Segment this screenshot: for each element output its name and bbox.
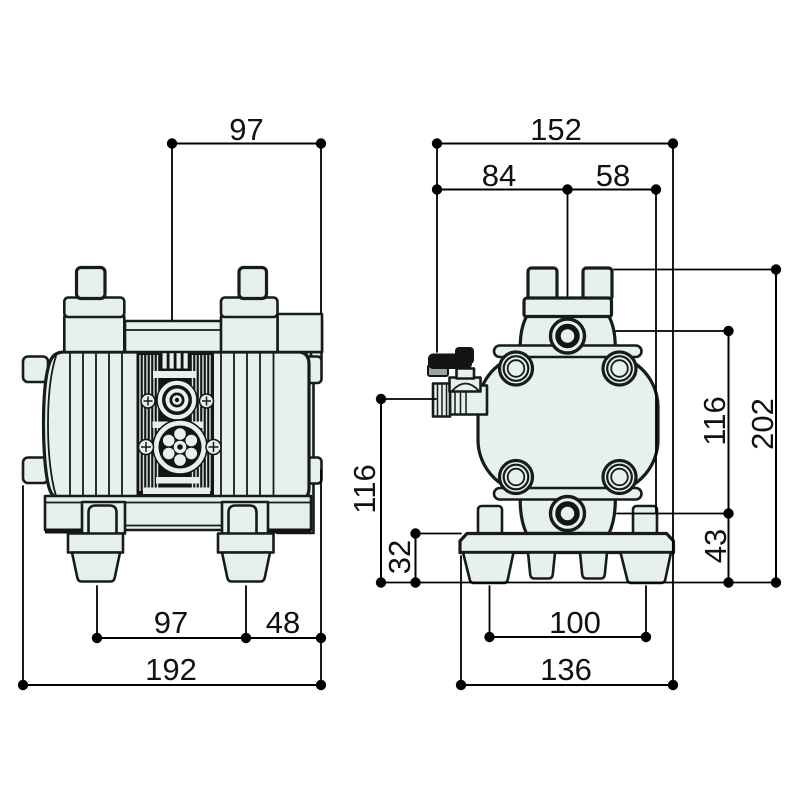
extension-lines bbox=[22, 142, 777, 686]
dim-side-foot-spacing: 97 bbox=[154, 605, 188, 640]
side-left-cap bbox=[63, 296, 126, 319]
front-foot-outer-right bbox=[619, 551, 673, 585]
side-mount-blocks bbox=[80, 500, 270, 535]
front-foot-inner-left bbox=[526, 551, 557, 580]
side-right-foot bbox=[220, 551, 272, 583]
side-left-port-stub bbox=[74, 265, 107, 301]
front-foot-outer-left bbox=[461, 551, 515, 585]
dim-front-port-offset: 58 bbox=[596, 158, 630, 193]
front-post-right bbox=[631, 504, 659, 536]
front-top-cap bbox=[522, 296, 614, 319]
front-bolt-bosses bbox=[497, 350, 638, 496]
dim-front-valve-offset: 84 bbox=[482, 158, 516, 193]
dim-front-foot-spacing: 100 bbox=[549, 605, 601, 640]
valve-handle-knob bbox=[455, 347, 474, 364]
side-left-column bbox=[63, 315, 126, 354]
front-port-stub-left bbox=[526, 266, 559, 302]
dim-front-base-width: 136 bbox=[540, 652, 592, 687]
front-view-pump bbox=[427, 266, 676, 585]
dim-front-overall-width: 152 bbox=[530, 112, 582, 147]
side-dome-arc bbox=[47, 355, 57, 497]
side-right-foot-plate bbox=[216, 532, 275, 554]
dim-side-flange-offset: 48 bbox=[266, 605, 300, 640]
side-top-bar-right bbox=[276, 312, 324, 354]
front-base-plate bbox=[458, 531, 676, 555]
dim-side-overall-width: 192 bbox=[145, 652, 197, 687]
valve-stem bbox=[455, 367, 476, 380]
dim-front-lower-port-height: 43 bbox=[698, 529, 733, 563]
dim-side-top-offset: 97 bbox=[229, 112, 263, 147]
dim-front-valve-height: 116 bbox=[347, 464, 382, 513]
front-upper-port bbox=[548, 317, 587, 355]
dimensions: 97 152 84 58 116 32 116 202 43 97 48 192… bbox=[17, 112, 782, 691]
side-left-foot bbox=[70, 551, 122, 583]
side-right-port-stub bbox=[237, 265, 269, 301]
side-air-motor bbox=[137, 419, 222, 475]
dimension-lines bbox=[22, 142, 777, 686]
side-right-column bbox=[219, 315, 279, 354]
dim-front-port-span: 116 bbox=[697, 396, 732, 445]
front-post-left bbox=[476, 504, 504, 536]
side-view-pump bbox=[21, 265, 324, 583]
side-left-foot-plate bbox=[66, 532, 125, 554]
side-chamber-ribs bbox=[69, 351, 275, 501]
front-foot-inner-right bbox=[578, 551, 609, 580]
side-pilot-valve bbox=[140, 379, 215, 421]
front-lower-port bbox=[548, 494, 587, 533]
dim-front-overall-height: 202 bbox=[745, 398, 780, 450]
side-right-cap bbox=[219, 296, 279, 319]
side-left-lug-upper bbox=[21, 355, 50, 384]
front-port-stub-right bbox=[581, 266, 614, 302]
side-center-panel bbox=[136, 348, 222, 499]
front-ball-valve bbox=[427, 347, 489, 418]
dimension-dots bbox=[17, 138, 782, 691]
dim-front-base-height: 32 bbox=[382, 540, 417, 574]
